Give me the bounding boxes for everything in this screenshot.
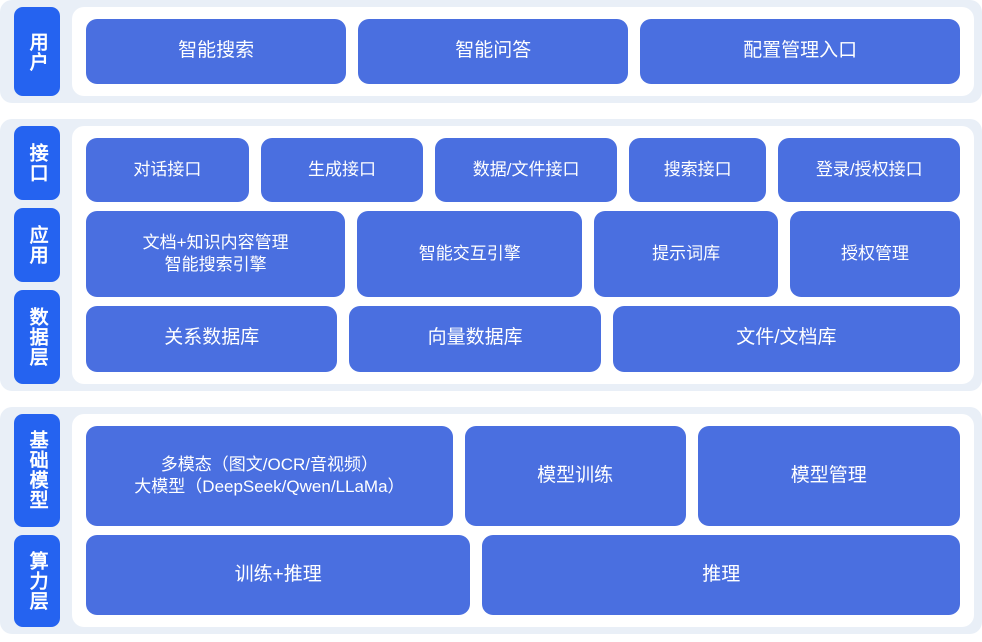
box-training-and-inference[interactable]: 训练+推理 [86,534,471,615]
layer-card-base: 多模态（图文/OCR/音视频） 大模型（DeepSeek/Qwen/LLaMa）… [72,414,974,627]
rail-tab-label: 数据层 [26,307,48,367]
box-data-file-interface[interactable]: 数据/文件接口 [435,138,617,202]
box-model-training[interactable]: 模型训练 [464,426,686,526]
layer-panel-user: 用户 智能搜索 智能问答 配置管理入口 [0,0,982,103]
row-interface: 对话接口 生成接口 数据/文件接口 搜索接口 登录/授权接口 [86,138,961,202]
box-multimodal-large-model[interactable]: 多模态（图文/OCR/音视频） 大模型（DeepSeek/Qwen/LLaMa） [86,426,453,526]
row-application: 文档+知识内容管理 智能搜索引擎 智能交互引擎 提示词库 授权管理 [86,210,960,297]
box-model-management[interactable]: 模型管理 [697,426,961,526]
rail-tab-label: 用户 [26,31,48,72]
layer-panel-base: 基础模型 算力层 多模态（图文/OCR/音视频） 大模型（DeepSeek/Qw… [0,407,982,634]
rail-tab-user[interactable]: 用户 [14,7,60,96]
rail-tab-application[interactable]: 应用 [14,208,60,282]
box-config-management-entry[interactable]: 配置管理入口 [640,19,960,84]
rail-tab-label: 接口 [26,143,48,183]
rail-tab-label: 基础模型 [26,430,48,511]
box-relational-database[interactable]: 关系数据库 [86,305,338,372]
layer-card-middle: 对话接口 生成接口 数据/文件接口 搜索接口 登录/授权接口 文档+知识内容管理… [72,126,974,384]
box-smart-interaction-engine[interactable]: 智能交互引擎 [357,210,583,297]
row-foundation-model: 多模态（图文/OCR/音视频） 大模型（DeepSeek/Qwen/LLaMa）… [86,426,961,526]
row-user-entry: 智能搜索 智能问答 配置管理入口 [86,19,960,84]
rail-tab-data[interactable]: 数据层 [14,290,60,384]
rail-tab-label: 应用 [26,225,48,265]
box-vector-database[interactable]: 向量数据库 [349,305,601,372]
box-search-interface[interactable]: 搜索接口 [628,138,767,202]
layer-panel-middle: 接口 应用 数据层 对话接口 生成接口 数据/文件接口 搜索接口 登录/授权接口… [0,119,982,391]
rail-tab-foundation-model[interactable]: 基础模型 [14,414,60,527]
row-data: 关系数据库 向量数据库 文件/文档库 [86,305,960,372]
box-login-auth-interface[interactable]: 登录/授权接口 [778,138,961,202]
box-inference[interactable]: 推理 [482,534,960,615]
rail-tab-compute[interactable]: 算力层 [14,534,60,627]
box-smart-search[interactable]: 智能搜索 [86,19,347,84]
layer-rail-base: 基础模型 算力层 [14,414,60,627]
box-doc-knowledge-management[interactable]: 文档+知识内容管理 智能搜索引擎 [86,210,346,297]
row-compute: 训练+推理 推理 [86,534,960,615]
box-authorization-management[interactable]: 授权管理 [789,210,960,297]
rail-tab-interface[interactable]: 接口 [14,126,60,200]
layer-card-user: 智能搜索 智能问答 配置管理入口 [72,7,974,96]
layer-rail-middle: 接口 应用 数据层 [14,126,60,384]
box-dialog-interface[interactable]: 对话接口 [86,138,249,202]
rail-tab-label: 算力层 [26,550,48,611]
box-generation-interface[interactable]: 生成接口 [260,138,424,202]
box-prompt-library[interactable]: 提示词库 [594,210,778,297]
layer-rail-user: 用户 [14,7,60,96]
box-file-document-store[interactable]: 文件/文档库 [612,305,960,372]
box-smart-qa[interactable]: 智能问答 [358,19,629,84]
